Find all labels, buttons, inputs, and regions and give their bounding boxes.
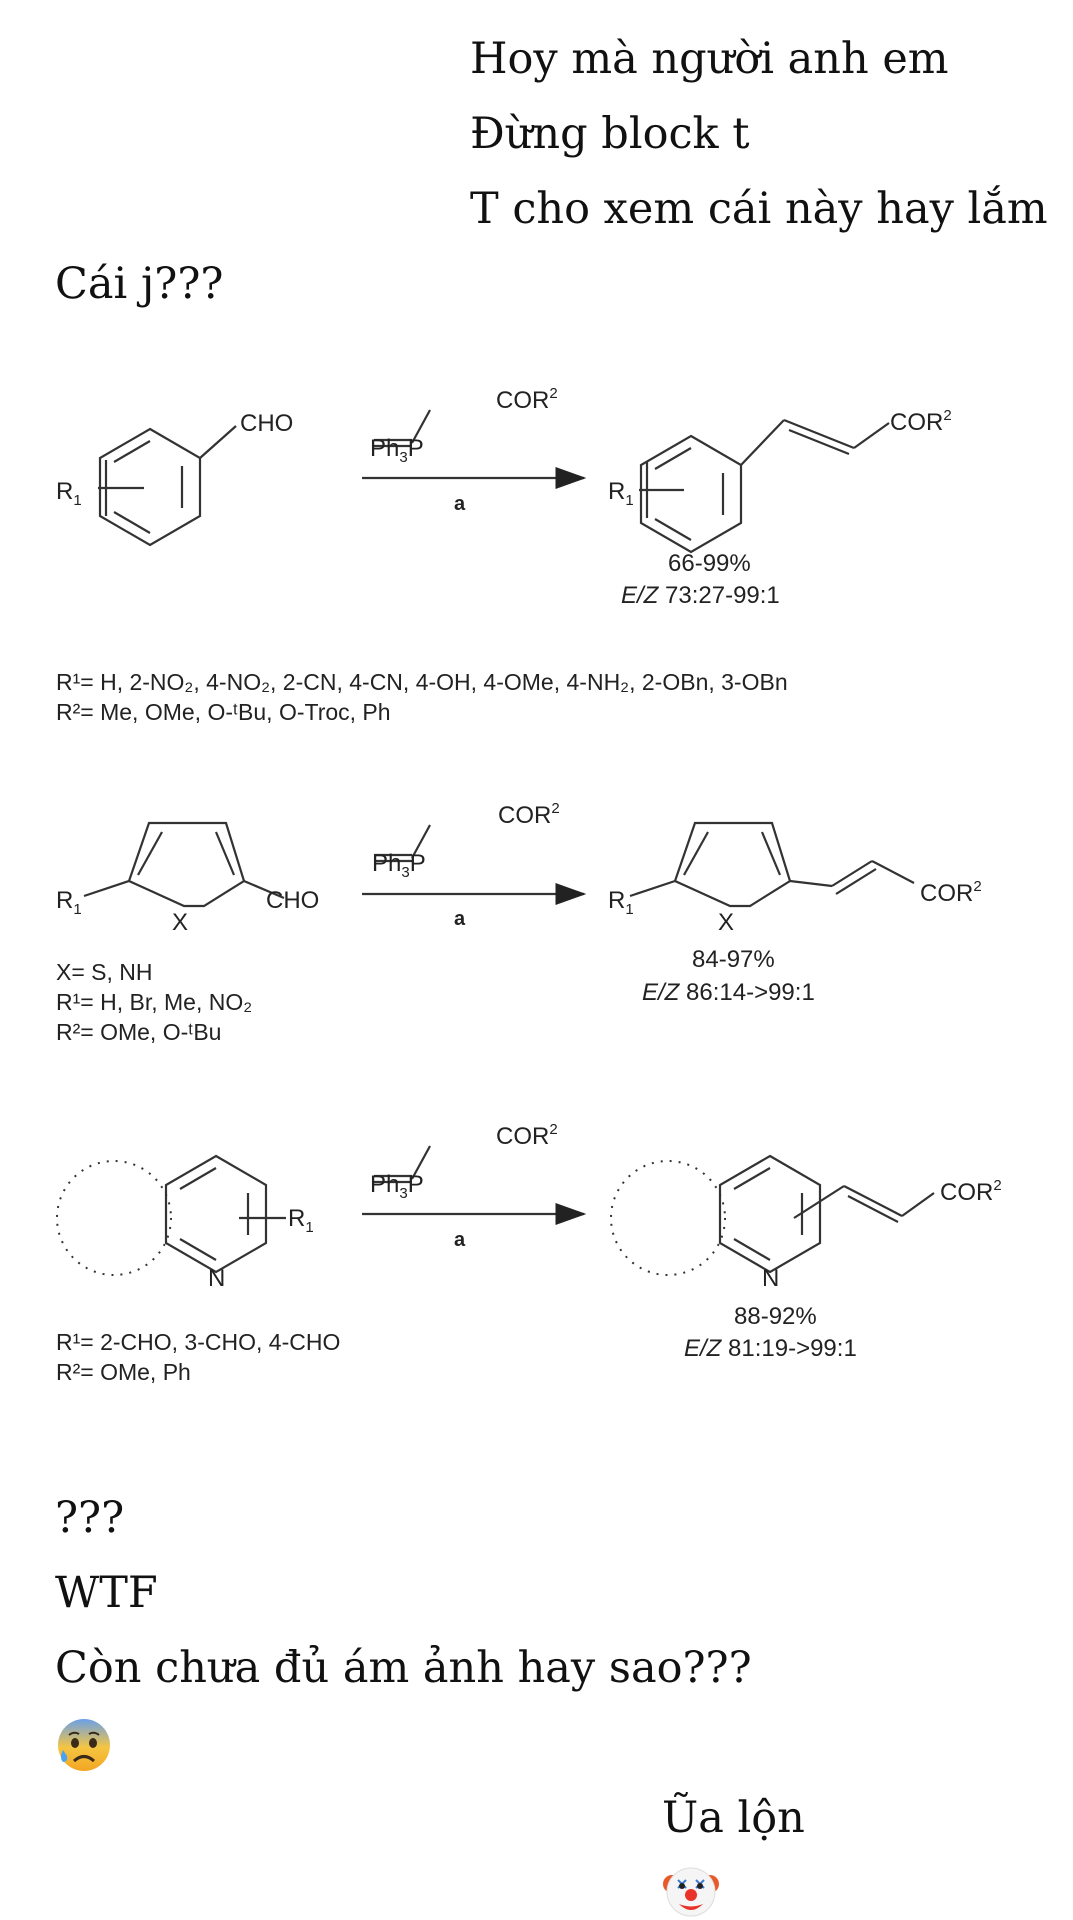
reagent-cor-2: COR: [498, 802, 551, 829]
substituent-r2-line-3: R²= OMe, Ph: [56, 1359, 191, 1385]
reagent-p-3: P: [408, 1171, 424, 1198]
pyridine-ring-product: [718, 1154, 822, 1274]
svg-text:COR2: COR2: [890, 407, 952, 436]
reagent-sup: 2: [549, 385, 557, 402]
ez-label-2: E/Z: [642, 979, 681, 1006]
substituent-r1-line-3: R¹= 2-CHO, 3-CHO, 4-CHO: [56, 1329, 340, 1355]
svg-text:E/Z 86:14->99:1: E/Z 86:14->99:1: [642, 979, 815, 1006]
reagent-cor: COR: [496, 387, 549, 414]
message-cai-j: Cái j???: [55, 259, 224, 309]
product-r-sub: 1: [625, 492, 633, 509]
yield-3: 88-92%: [734, 1303, 817, 1330]
svg-text:R1: R1: [608, 887, 634, 918]
message-ua-lon: Ũa lộn: [662, 1793, 805, 1843]
svg-text:R1: R1: [608, 478, 634, 509]
yield-2: 84-97%: [692, 946, 775, 973]
product-sup-2: 2: [973, 878, 981, 895]
message-t-cho-xem: T cho xem cái này hay lắm: [470, 184, 1048, 234]
ez-value: 73:27-99:1: [658, 582, 779, 609]
svg-text:E/Z 81:19->99:1: E/Z 81:19->99:1: [684, 1335, 857, 1362]
r-label-3: R: [288, 1205, 305, 1232]
arrow-label: a: [454, 493, 466, 515]
r-sub-2: 1: [73, 901, 81, 918]
pyridine-ring: [164, 1154, 268, 1274]
fused-ring-dotted: [56, 1160, 172, 1276]
reagent-ph: Ph: [370, 435, 399, 462]
n-label-product: N: [762, 1265, 779, 1292]
reagent-sup-2: 2: [551, 800, 559, 817]
five-ring-1-product: [673, 821, 792, 908]
r-subscript: 1: [73, 492, 81, 509]
message-wtf: WTF: [55, 1568, 158, 1618]
reagent-sub: 3: [399, 449, 407, 466]
product-sup: 2: [943, 407, 951, 424]
product-r-2: R: [608, 887, 625, 914]
svg-text:Ph3P: Ph3P: [372, 850, 426, 881]
svg-text:E/Z 73:27-99:1: E/Z 73:27-99:1: [621, 582, 780, 609]
r-label-2: R: [56, 887, 73, 914]
wittig-reaction-scheme-image[interactable]: CHO R1 COR2 Ph3P a COR2 R1 66-99% E/Z 73…: [54, 378, 1019, 1394]
cho-label-2: CHO: [266, 887, 319, 914]
x-substituent-line: X= S, NH: [56, 959, 153, 985]
substituent-r1-line: R¹= H, 2-NO₂, 4-NO₂, 2-CN, 4-CN, 4-OH, 4…: [56, 669, 788, 695]
r-sub-3: 1: [305, 1219, 313, 1236]
reaction-3: [56, 1145, 935, 1276]
reagent-sup-3: 2: [549, 1121, 557, 1138]
product-r: R: [608, 478, 625, 505]
reaction-1-labels: CHO R1 COR2 Ph3P a COR2 R1 66-99% E/Z 73…: [56, 385, 952, 725]
message-question-marks: ???: [55, 1493, 125, 1543]
r-label: R: [56, 478, 73, 505]
reaction-1: [98, 409, 890, 554]
svg-text:COR2: COR2: [496, 1121, 558, 1150]
n-label: N: [208, 1265, 225, 1292]
cho-label: CHO: [240, 410, 293, 437]
five-ring-1: [127, 821, 246, 908]
reaction-2: [83, 821, 915, 908]
ez-value-2: 86:14->99:1: [679, 979, 814, 1006]
substituent-r1-line-2: R¹= H, Br, Me, NO₂: [56, 989, 252, 1015]
arrow-label-2: a: [454, 908, 466, 930]
ez-label: E/Z: [621, 582, 660, 609]
substituent-r2-line-2: R²= OMe, O-ᵗBu: [56, 1019, 221, 1045]
svg-text:Ph3P: Ph3P: [370, 1171, 424, 1202]
benzene-ring-1-product: [639, 434, 743, 554]
clown-face-icon: [663, 1867, 719, 1917]
svg-text:Ph3P: Ph3P: [370, 435, 424, 466]
message-con-chua-du: Còn chưa đủ ám ảnh hay sao???: [55, 1643, 752, 1693]
reagent-p: P: [408, 435, 424, 462]
product-cor-2: COR: [920, 880, 973, 907]
product-cor: COR: [890, 409, 943, 436]
reaction-2-labels: CHO X R1 COR2 Ph3P a X COR2 R1 84-97% E/…: [56, 800, 982, 1045]
substituent-r2-line: R²= Me, OMe, O-ᵗBu, O-Troc, Ph: [56, 699, 391, 725]
reagent-ph-2: Ph: [372, 850, 401, 877]
yield-1: 66-99%: [668, 550, 751, 577]
fused-ring-dotted-product: [610, 1160, 726, 1276]
product-r-sub-2: 1: [625, 901, 633, 918]
svg-text:R1: R1: [288, 1205, 314, 1236]
x-label: X: [172, 909, 188, 936]
anxious-face-with-sweat-icon: [58, 1719, 110, 1771]
reagent-sub-2: 3: [401, 864, 409, 881]
arrow-label-3: a: [454, 1229, 466, 1251]
reaction-3-labels: N R1 COR2 Ph3P a N COR2 88-92% E/Z 81:19…: [56, 1121, 1002, 1385]
ez-value-3: 81:19->99:1: [721, 1335, 856, 1362]
message-hoy: Hoy mà người anh em: [470, 34, 949, 84]
svg-text:R1: R1: [56, 478, 82, 509]
reagent-p-2: P: [410, 850, 426, 877]
svg-text:COR2: COR2: [920, 878, 982, 907]
svg-text:COR2: COR2: [498, 800, 560, 829]
svg-text:COR2: COR2: [940, 1177, 1002, 1206]
svg-text:COR2: COR2: [496, 385, 558, 414]
reagent-cor-3: COR: [496, 1123, 549, 1150]
x-label-product: X: [718, 909, 734, 936]
ez-label-3: E/Z: [684, 1335, 723, 1362]
svg-text:R1: R1: [56, 887, 82, 918]
message-dung-block: Đừng block t: [470, 109, 750, 159]
product-cor-3: COR: [940, 1179, 993, 1206]
reagent-ph-3: Ph: [370, 1171, 399, 1198]
product-sup-3: 2: [993, 1177, 1001, 1194]
reagent-sub-3: 3: [399, 1185, 407, 1202]
